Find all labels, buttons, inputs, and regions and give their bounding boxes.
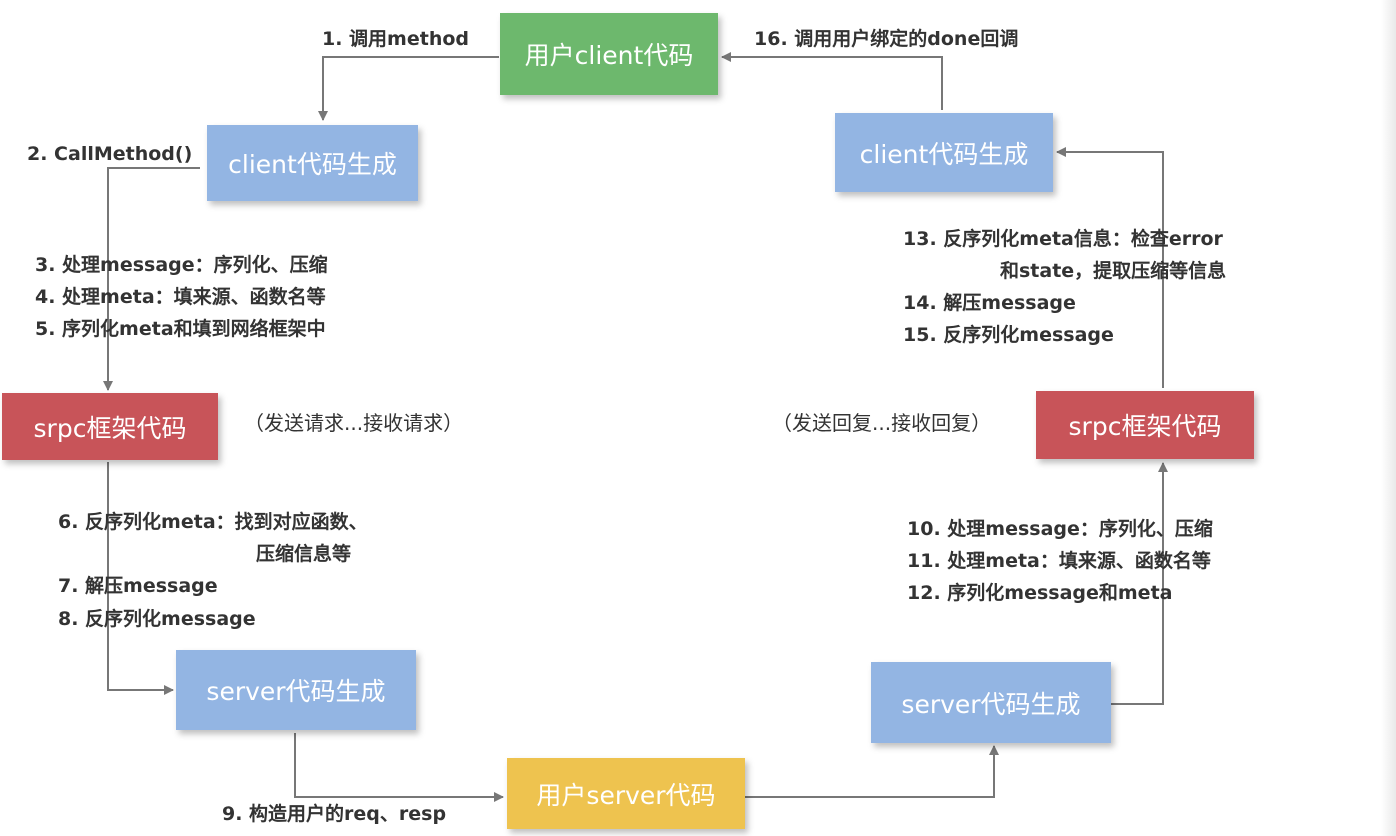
step-16-label: 16. 调用用户绑定的done回调 [754, 28, 1019, 50]
send-reply-note: （发送回复...接收回复） [772, 411, 992, 435]
step-6-continued: 压缩信息等 [256, 543, 352, 565]
server-codegen-box-left: server代码生成 [176, 650, 416, 730]
step-11-label: 11. 处理meta：填来源、函数名等 [907, 550, 1211, 572]
step-6-label: 6. 反序列化meta：找到对应函数、 [58, 511, 368, 533]
step-8-label: 8. 反序列化message [58, 608, 256, 630]
step-15-label: 15. 反序列化message [903, 324, 1114, 346]
client-codegen-box-left: client代码生成 [207, 125, 418, 201]
arrow-step-1 [318, 56, 499, 121]
window-edge-shadow [1381, 0, 1396, 836]
arrow-step-16 [721, 52, 943, 110]
step-7-label: 7. 解压message [58, 575, 218, 597]
arrow-step-13 [1056, 147, 1164, 388]
step-2-label: 2. CallMethod() [27, 143, 193, 165]
step-3-label: 3. 处理message：序列化、压缩 [35, 254, 328, 276]
arrow-step-10 [1110, 462, 1168, 705]
send-request-note: （发送请求...接收请求） [244, 411, 464, 435]
step-9-label: 9. 构造用户的req、resp [222, 803, 447, 825]
arrow-user-server-out [745, 745, 999, 798]
server-codegen-box-right: server代码生成 [871, 662, 1111, 743]
arrow-step-9 [294, 733, 504, 802]
step-12-label: 12. 序列化message和meta [907, 582, 1173, 604]
step-1-label: 1. 调用method [322, 28, 469, 50]
client-codegen-box-right: client代码生成 [835, 113, 1053, 192]
user-server-code-box: 用户server代码 [507, 758, 745, 829]
step-13-label: 13. 反序列化meta信息：检查error [903, 228, 1223, 250]
step-13-continued: 和state，提取压缩等信息 [1000, 260, 1227, 282]
step-4-label: 4. 处理meta：填来源、函数名等 [35, 286, 326, 308]
step-5-label: 5. 序列化meta和填到网络框架中 [35, 318, 326, 340]
srpc-framework-box-right: srpc框架代码 [1036, 391, 1254, 459]
step-14-label: 14. 解压message [903, 292, 1076, 314]
user-client-code-box: 用户client代码 [500, 13, 718, 95]
arrow-step-6 [107, 462, 174, 695]
srpc-framework-box-left: srpc框架代码 [2, 393, 218, 460]
step-10-label: 10. 处理message：序列化、压缩 [907, 518, 1213, 540]
arrow-step-2 [103, 167, 200, 391]
